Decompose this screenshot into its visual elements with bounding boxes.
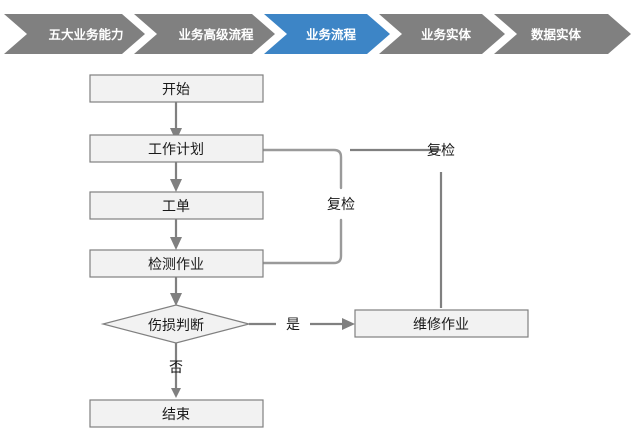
breadcrumb-item-4-label: 数据实体 [530, 27, 582, 42]
node-repair-box [354, 309, 529, 338]
node-work-plan-label: 工作计划 [148, 141, 204, 157]
chevron-shape [4, 14, 145, 54]
node-damage-decision-shape [100, 304, 252, 344]
edge-label-yes: 是 [286, 316, 300, 332]
node-inspection-label: 检测作业 [148, 256, 204, 272]
node-damage-decision-label: 伤损判断 [148, 317, 204, 333]
edge-inspection-to-damage [170, 277, 182, 306]
node-work-order-box [89, 191, 264, 220]
breadcrumb-item-0-label: 五大业务能力 [48, 27, 123, 42]
node-repair-label: 维修作业 [413, 316, 469, 332]
edge-label-no: 否 [169, 359, 183, 375]
edge-label-recheck-inner: 复检 [327, 196, 355, 212]
flowchart-diagram: 开始 工作计划 工单 检测作业 伤损判断 维修作业 [0, 56, 634, 439]
edge-damage-to-repair [249, 318, 355, 330]
chevron-shape [134, 14, 275, 54]
breadcrumb-item-0[interactable]: 五大业务能力 [4, 14, 145, 54]
node-start[interactable]: 开始 [89, 74, 264, 103]
node-work-plan[interactable]: 工作计划 [89, 134, 264, 163]
node-inspection-box [89, 249, 264, 278]
node-repair[interactable]: 维修作业 [354, 309, 529, 338]
node-work-order[interactable]: 工单 [89, 191, 264, 220]
node-work-plan-box [89, 134, 264, 163]
node-end-label: 结束 [162, 406, 190, 422]
edge-work-plan-to-work-order [170, 162, 182, 192]
breadcrumb-item-3[interactable]: 业务实体 [379, 14, 505, 54]
edge-work-order-to-inspection [170, 219, 182, 250]
node-inspection[interactable]: 检测作业 [89, 249, 264, 278]
edge-label-recheck-outer: 复检 [427, 142, 455, 158]
edge-repair-recheck-to-work-plan [350, 148, 443, 308]
breadcrumb-item-1[interactable]: 业务高级流程 [134, 14, 275, 54]
chevron-shape [379, 14, 505, 54]
node-end[interactable]: 结束 [89, 399, 264, 428]
node-damage-decision[interactable]: 伤损判断 [100, 304, 252, 344]
node-start-box [89, 74, 264, 103]
node-work-order-label: 工单 [162, 198, 190, 214]
breadcrumb-item-2-label: 业务流程 [306, 27, 357, 42]
edge-damage-to-end [171, 343, 181, 398]
node-start-label: 开始 [162, 81, 190, 97]
chevron-shape [494, 14, 631, 54]
chevron-shape-active [264, 14, 390, 54]
breadcrumb-item-4[interactable]: 数据实体 [494, 14, 631, 54]
breadcrumb-item-1-label: 业务高级流程 [178, 27, 254, 42]
breadcrumb: 五大业务能力 业务高级流程 业务流程 业务实体 数据实体 [0, 12, 634, 56]
node-end-box [89, 399, 264, 428]
breadcrumb-item-3-label: 业务实体 [421, 27, 472, 42]
breadcrumb-item-2[interactable]: 业务流程 [264, 14, 390, 54]
